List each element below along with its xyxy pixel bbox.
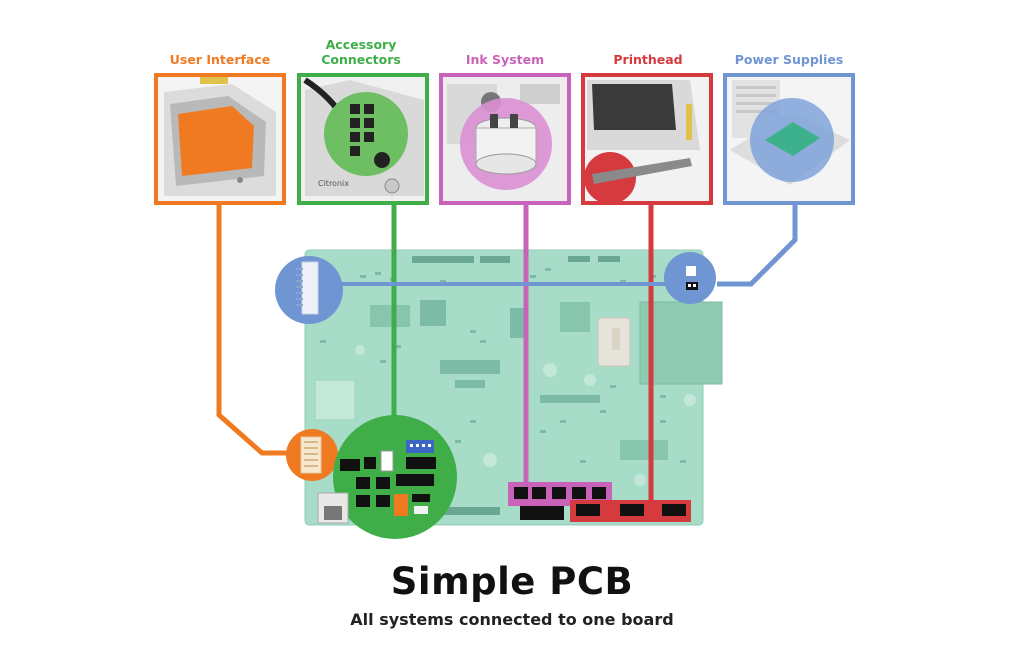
system-box-ink-system [439,73,571,205]
system-box-power-supplies [723,73,855,205]
board-power-connector-right [664,252,716,304]
label-printhead: Printhead [613,52,682,67]
board-printhead-connectors [570,500,691,522]
diagram-subtitle: All systems connected to one board [350,610,674,629]
board-ui-connector [286,429,338,481]
system-box-printhead [581,73,713,205]
label-accessory-connectors-line1: Accessory [326,37,397,52]
system-box-user-interface [154,73,286,205]
connection-lines [216,204,798,500]
label-power-supplies: Power Supplies [735,52,844,67]
diagram-title: Simple PCB [390,560,634,603]
label-ink-system: Ink System [466,52,544,67]
power-connection-line [717,204,798,287]
ui-connection-line [216,204,292,456]
board-power-connector-left [275,256,343,324]
system-box-accessory-connectors: Citronix [297,73,429,205]
label-accessory-connectors-line2: Connectors [321,52,401,67]
brand-logo: Citronix [318,179,349,188]
board-accessory-connectors [317,415,457,539]
label-user-interface: User Interface [170,52,271,67]
